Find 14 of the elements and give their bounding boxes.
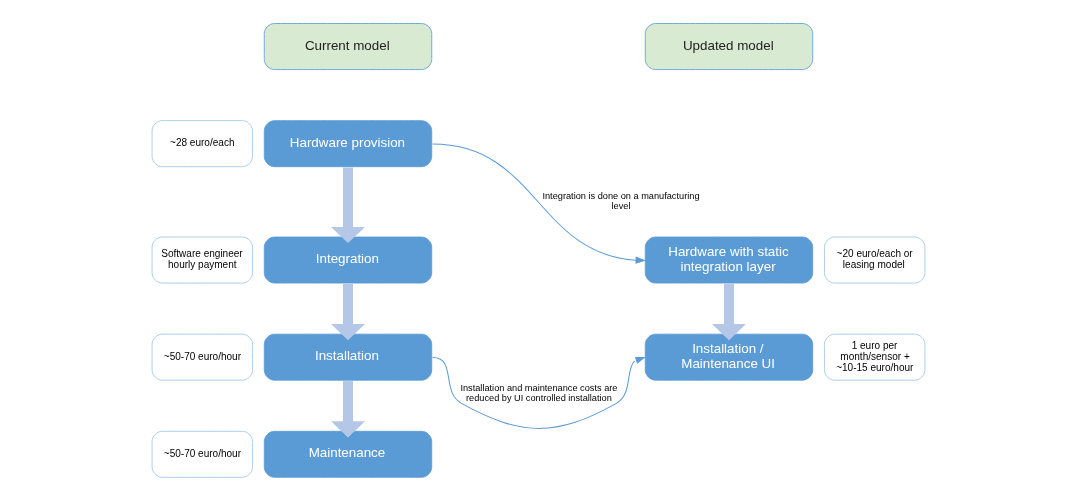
node-label: Software engineer hourly payment: [161, 248, 243, 271]
arrow: [712, 283, 746, 341]
arrow: [432, 143, 645, 264]
arrow: [432, 356, 645, 429]
edge-label: Integration is done on a manufacturing level: [542, 190, 700, 211]
node-label: ~28 euro/each: [170, 137, 235, 149]
node-label: ~50-70 euro/hour: [163, 350, 242, 362]
node-label: ~50-70 euro/hour: [163, 447, 242, 459]
edge-label: Installation and maintenance costs are reduced by UI controlled installation: [460, 382, 618, 403]
node-label: ~20 euro/each or leasing model: [836, 248, 913, 271]
arrow: [331, 381, 365, 438]
arrow: [331, 167, 365, 244]
node-label: 1 euro per month/sensor + ~10-15 euro/hour: [836, 339, 914, 373]
arrow: [331, 283, 365, 341]
